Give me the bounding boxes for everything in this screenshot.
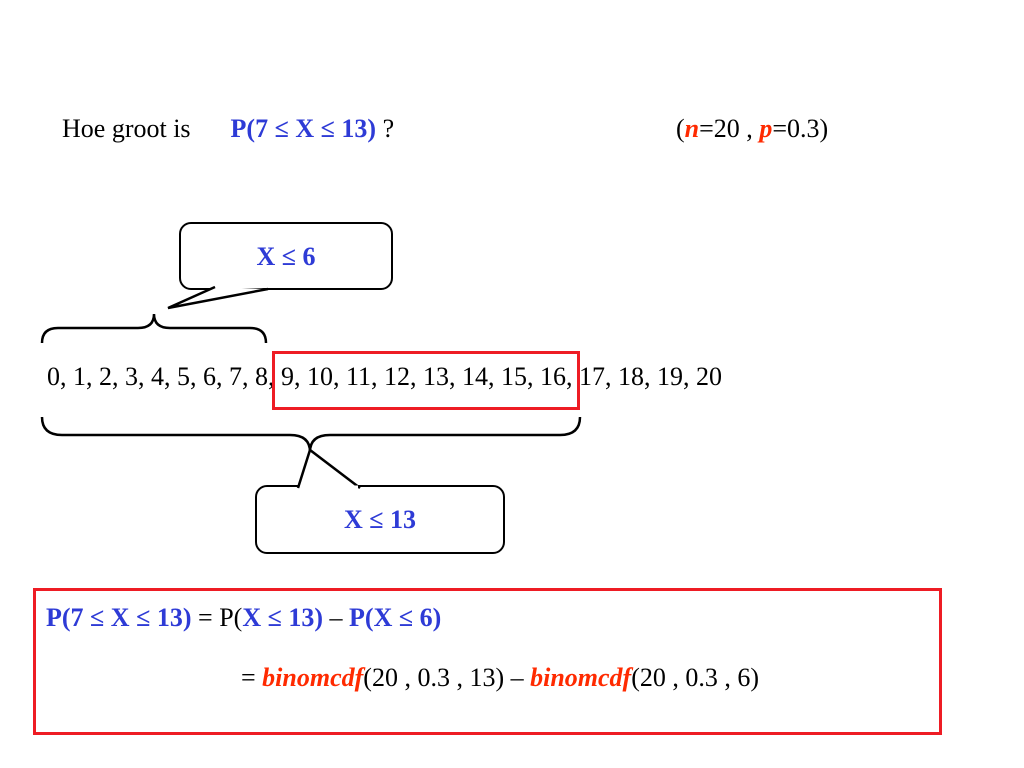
binomcdf-args-2: (20 , 0.3 , 6) xyxy=(631,663,760,692)
binomcdf-fn-1: binomcdf xyxy=(262,663,364,692)
result-box xyxy=(33,588,942,735)
result-equals: = xyxy=(191,603,220,632)
numbers-right: 14, 15, 16, 17, 18, 19, 20 xyxy=(462,362,723,391)
result-lhs: P(7 ≤ X ≤ 13) xyxy=(46,603,192,632)
question-mark: ? xyxy=(376,114,395,143)
result-p-open: P( xyxy=(219,603,243,632)
binomcdf-fn-2: binomcdf xyxy=(530,663,632,692)
param-p-value: =0.3) xyxy=(772,114,829,143)
result-line-2: = binomcdf(20 , 0.3 , 13) – binomcdf(20 … xyxy=(241,663,759,693)
numbers-middle: 7, 8, 9, 10, 11, 12, 13, xyxy=(229,362,463,391)
numbers-left: 0, 1, 2, 3, 4, 5, 6, xyxy=(47,362,229,391)
callout-x-le-6-text: X ≤ 6 xyxy=(256,242,316,271)
result-line2-equals: = xyxy=(241,663,263,692)
callout-x-le-6: X ≤ 6 xyxy=(179,222,393,290)
param-p-symbol: p xyxy=(759,114,773,143)
result-minus: – xyxy=(323,603,350,632)
result-term-2: P(X ≤ 6) xyxy=(349,603,442,632)
parameters: (n=20 , p=0.3) xyxy=(676,114,828,144)
highlight-7-to-13 xyxy=(272,351,580,410)
lower-brace xyxy=(40,416,582,453)
binomcdf-args-1: (20 , 0.3 , 13) – xyxy=(363,663,531,692)
result-line-1: P(7 ≤ X ≤ 13) = P(X ≤ 13) – P(X ≤ 6) xyxy=(46,603,441,633)
callout-x-le-13-text: X ≤ 13 xyxy=(343,505,417,534)
param-n-value: =20 , xyxy=(699,114,760,143)
callout-x-le-13: X ≤ 13 xyxy=(255,485,505,554)
params-open-paren: ( xyxy=(676,114,685,143)
param-n-symbol: n xyxy=(684,114,700,143)
question-line: Hoe groot is P(7 ≤ X ≤ 13) ? xyxy=(62,114,394,144)
result-term-1: X ≤ 13) xyxy=(242,603,324,632)
question-expression: P(7 ≤ X ≤ 13) xyxy=(230,114,377,143)
question-label: Hoe groot is xyxy=(62,114,191,143)
number-sequence: 0, 1, 2, 3, 4, 5, 6, 7, 8, 9, 10, 11, 12… xyxy=(47,362,722,392)
upper-brace xyxy=(40,313,268,344)
